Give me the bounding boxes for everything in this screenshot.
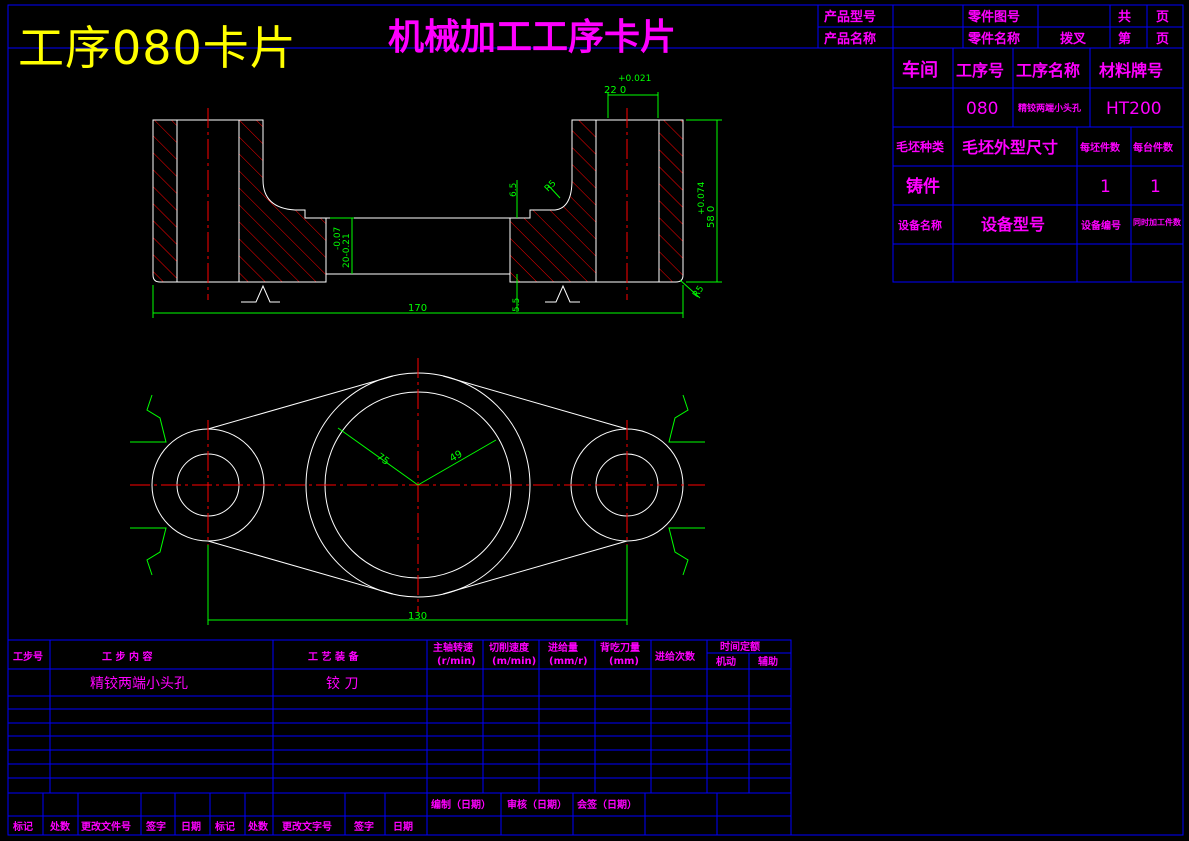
material-value: HT200 [1106,99,1162,119]
part-name-value: 拨叉 [1060,31,1087,47]
dim-22: 22 0 [604,85,626,96]
depth-unit: (mm) [609,656,639,667]
step1-tool: 铰 刀 [326,676,358,692]
page-label-1: 页 [1156,10,1169,25]
material-label: 材料牌号 [1099,61,1163,80]
right-web-hatch [510,120,596,282]
part-name-label: 零件名称 [967,31,1020,47]
compiled-label: 编制（日期） [431,798,491,811]
spindle-speed-unit: (r/min) [437,656,476,667]
simultaneous-label: 同时加工件数 [1133,217,1182,227]
time-quota-label: 时间定额 [720,640,760,653]
dim-r5-a: R5 [543,179,559,195]
footer-mark-2: 标记 [214,820,235,833]
dim-tol-right: +0.074 [697,181,707,215]
step-content-label: 工 步 内 容 [102,650,152,663]
dim-5-5: 5.5 [512,298,522,312]
step-no-label: 工步号 [13,650,43,663]
section-dimensions [152,92,722,318]
machine-time-label: 机动 [716,655,736,668]
equipment-model-label: 设备型号 [981,215,1045,234]
plan-center-lines [130,358,705,625]
feed-label: 进给量 [548,641,578,654]
footer-change-doc-1: 更改文件号 [81,820,131,833]
locating-symbols [130,394,705,576]
left-web-hatch [239,120,326,282]
plan-dimension-text: 130 75 49 [374,449,464,622]
footer-count-2: 处数 [247,820,269,833]
product-model-label: 产品型号 [824,9,876,25]
steps-table-grid [7,639,792,836]
section-view: 170 +0.021 22 0 +0.074 58 0 -0.07 20-0.2… [152,74,722,318]
page-label-2: 页 [1156,32,1169,47]
process-no-value: 080 [966,99,998,119]
product-name-label: 产品名称 [824,31,876,47]
depth-label: 背吃刀量 [600,641,640,654]
footer-sign-1: 签字 [145,820,166,833]
dim-6-5: 6.5 [509,183,519,197]
process-name-value: 精铰两端小头孔 [1018,102,1081,114]
header-grid [817,5,1183,48]
info-table-text: 车间 工序号 工序名称 材料牌号 080 精铰两端小头孔 HT200 毛坯种类 … [896,59,1182,234]
equipment-col-label: 工 艺 装 备 [308,650,359,663]
section-center-lines [207,108,628,300]
per-blank-label: 每坯件数 [1080,141,1121,154]
left-boss-hatch [153,120,177,282]
countersign-label: 会签（日期） [577,798,637,811]
steps-table-text: 工步号 工 步 内 容 工 艺 装 备 主轴转速 (r/min) 切削速度 (m… [12,640,778,833]
header-labels: 产品型号 产品名称 零件图号 零件名称 拨叉 共 页 第 页 [824,9,1169,47]
footer-mark-1: 标记 [12,820,33,833]
dim-58: 58 0 [706,206,717,228]
spindle-speed-label: 主轴转速 [433,641,473,654]
part-drawing-label: 零件图号 [967,9,1020,25]
blank-type-label: 毛坯种类 [896,139,945,154]
dim-170: 170 [408,303,427,314]
info-table-grid [892,47,1184,283]
dim-r49: 49 [448,449,465,465]
page-no-label: 第 [1118,31,1131,47]
footer-count-1: 处数 [49,820,71,833]
workshop-label: 车间 [902,59,938,81]
equipment-name-label: 设备名称 [898,218,942,232]
equipment-no-label: 设备编号 [1081,219,1121,232]
plan-dimensions [207,427,628,625]
blank-type-value: 铸件 [906,176,940,197]
passes-label: 进给次数 [655,650,696,663]
dim-tol-left: -0.07 [333,227,343,250]
cutting-speed-unit: (m/min) [492,656,536,667]
process-no-label: 工序号 [956,61,1004,80]
roughness-symbols [241,284,580,303]
step1-content: 精铰两端小头孔 [90,676,188,692]
right-boss-hatch [659,120,683,282]
per-unit-label: 每台件数 [1133,141,1174,154]
blank-size-label: 毛坯外型尺寸 [962,138,1058,157]
feed-unit: (mm/r) [549,656,588,667]
main-title: 机械加工工序卡片 [388,17,677,58]
aux-time-label: 辅助 [758,655,778,668]
dim-r75: 75 [374,451,391,467]
footer-date-1: 日期 [181,820,201,833]
card-title: 工序080卡片 [18,21,297,75]
footer-sign-2: 签字 [353,820,374,833]
footer-change-doc-2: 更改文字号 [282,820,332,833]
cutting-speed-label: 切削速度 [489,641,530,654]
reviewed-label: 审核（日期） [507,798,567,811]
per-unit-value: 1 [1150,177,1161,197]
footer-date-2: 日期 [393,820,413,833]
per-blank-value: 1 [1100,177,1111,197]
section-outline [152,119,684,283]
dim-130: 130 [408,611,427,622]
process-name-label: 工序名称 [1016,61,1080,80]
total-label: 共 [1118,9,1131,25]
dim-20: 20-0.21 [342,233,352,268]
plan-view: 130 75 49 [130,358,705,625]
dim-r5-b: R5 [691,284,706,300]
dim-tol-top: +0.021 [618,74,651,84]
